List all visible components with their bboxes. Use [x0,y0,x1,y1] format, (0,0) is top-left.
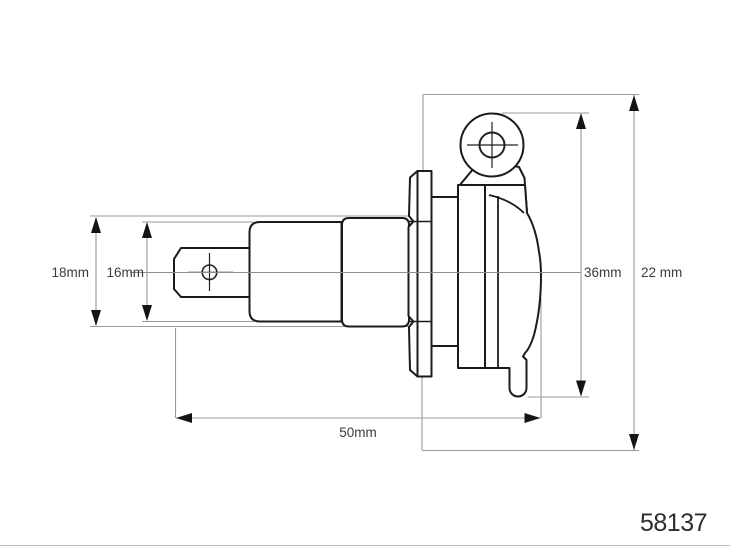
plug-body-16mm [248,221,343,323]
flange-plate [416,170,433,378]
dimension-label-50mm: 50mm [339,425,377,440]
dimension-arrowheads [91,95,639,450]
dimension-labels: 18mm 16mm 50mm 36mm 22 mm [51,265,682,440]
dimension-label-18mm: 18mm [51,265,89,280]
part-views [130,112,581,398]
housing-neck [431,196,458,347]
housing-shoulder-curve [488,194,525,214]
gasket-seal [407,170,419,378]
dimension-label-16mm: 16mm [106,265,144,280]
dimension-label-22mm: 22 mm [641,265,682,280]
dimension-extension-lines [90,93,639,452]
mounting-ear-crosshair-icon [467,122,518,168]
part-number-label: 58137 [640,509,707,537]
dimension-label-36mm: 36mm [584,265,622,280]
socket-housing [457,184,542,398]
